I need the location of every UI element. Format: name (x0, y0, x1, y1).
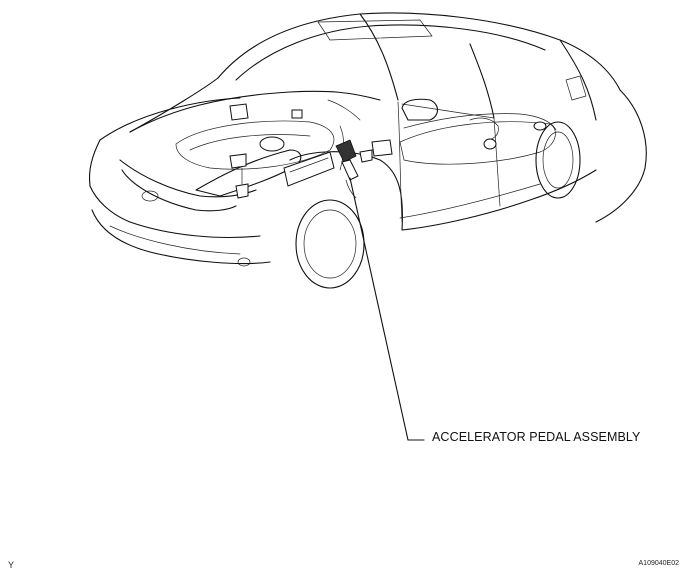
figure-id: A109040E02 (638, 560, 679, 567)
accelerator-pedal-assembly-label: ACCELERATOR PEDAL ASSEMBLY (432, 430, 641, 444)
interior-floor-components (359, 113, 557, 165)
corner-mark: Y (8, 560, 15, 570)
engine-bay-components (175, 99, 361, 199)
callout-leader-line (349, 177, 425, 441)
accelerator-pedal-component (335, 139, 359, 199)
car-body-outline (88, 12, 647, 289)
